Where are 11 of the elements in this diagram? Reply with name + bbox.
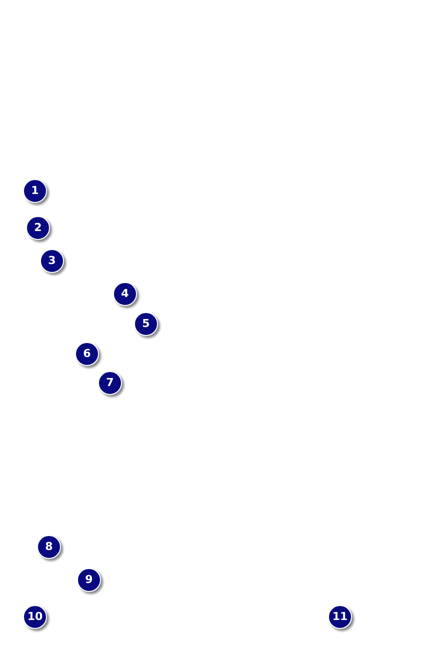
callout-number: 9	[77, 568, 101, 592]
callout-number: 8	[37, 535, 61, 559]
callout-number: 10	[23, 605, 47, 629]
callout-number: 7	[98, 371, 122, 395]
callout-number: 4	[113, 282, 137, 306]
callout-number: 2	[26, 216, 50, 240]
callout-number: 3	[40, 249, 64, 273]
callout-number: 5	[134, 312, 158, 336]
callout-number: 6	[75, 342, 99, 366]
callout-number: 1	[23, 179, 47, 203]
callout-number: 11	[328, 605, 352, 629]
